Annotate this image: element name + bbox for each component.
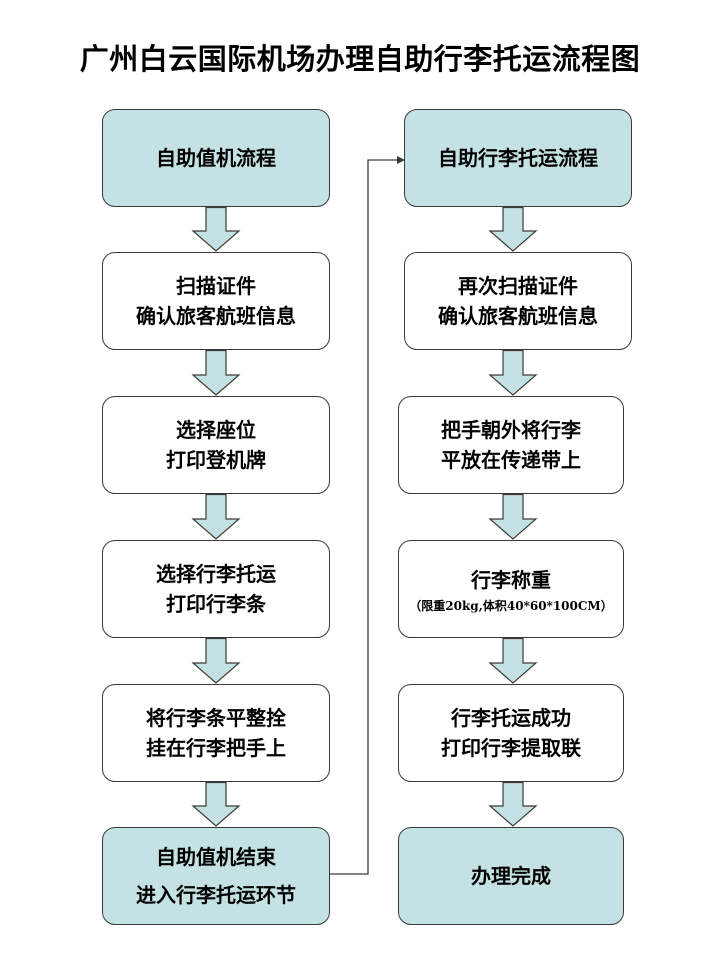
- down-arrow-icon: [488, 638, 538, 684]
- left-end-box: 自助值机结束 进入行李托运环节: [102, 827, 330, 925]
- right-step-3-box: 行李称重 （限重20kg,体积40*60*100CM）: [398, 540, 624, 638]
- right-step-2-line2: 平放在传递带上: [441, 448, 581, 472]
- down-arrow-icon: [488, 207, 538, 252]
- left-step-4-box: 将行李条平整拴 挂在行李把手上: [102, 684, 330, 782]
- left-step-2-line1: 选择座位: [176, 418, 256, 442]
- left-step-3-box: 选择行李托运 打印行李条: [102, 540, 330, 638]
- down-arrow-icon: [488, 350, 538, 396]
- left-step-2-box: 选择座位 打印登机牌: [102, 396, 330, 494]
- down-arrow-icon: [191, 782, 241, 827]
- right-step-4-line2: 打印行李提取联: [441, 736, 581, 760]
- right-step-4-line1: 行李托运成功: [451, 706, 571, 730]
- left-step-1-line1: 扫描证件: [176, 274, 256, 298]
- left-step-4-line1: 将行李条平整拴: [146, 706, 286, 730]
- down-arrow-icon: [191, 207, 241, 252]
- left-end-line1: 自助值机结束: [156, 845, 276, 869]
- right-header-box: 自助行李托运流程: [404, 109, 632, 207]
- down-arrow-icon: [488, 494, 538, 540]
- left-step-1-line2: 确认旅客航班信息: [136, 304, 296, 328]
- right-step-1-line1: 再次扫描证件: [458, 274, 578, 298]
- right-step-3-line1: 行李称重: [471, 567, 551, 592]
- down-arrow-icon: [488, 782, 538, 827]
- left-step-4-line2: 挂在行李把手上: [146, 736, 286, 760]
- right-header-label: 自助行李托运流程: [438, 146, 598, 170]
- right-step-3-note: （限重20kg,体积40*60*100CM）: [409, 598, 613, 613]
- right-step-1-line2: 确认旅客航班信息: [438, 304, 598, 328]
- down-arrow-icon: [191, 494, 241, 540]
- down-arrow-icon: [191, 350, 241, 396]
- right-step-2-line1: 把手朝外将行李: [441, 418, 581, 442]
- page-title: 广州白云国际机场办理自助行李托运流程图: [79, 42, 641, 76]
- left-step-2-line2: 打印登机牌: [166, 448, 266, 472]
- right-step-4-box: 行李托运成功 打印行李提取联: [398, 684, 624, 782]
- left-header-label: 自助值机流程: [156, 146, 276, 170]
- right-end-box: 办理完成: [398, 827, 624, 925]
- left-header-box: 自助值机流程: [102, 109, 330, 207]
- down-arrow-icon: [191, 638, 241, 684]
- left-step-1-box: 扫描证件 确认旅客航班信息: [102, 252, 330, 350]
- right-step-2-box: 把手朝外将行李 平放在传递带上: [398, 396, 624, 494]
- left-end-line2: 进入行李托运环节: [136, 883, 296, 907]
- right-step-1-box: 再次扫描证件 确认旅客航班信息: [404, 252, 632, 350]
- right-end-label: 办理完成: [471, 864, 551, 888]
- left-step-3-line2: 打印行李条: [166, 592, 266, 616]
- left-step-3-line1: 选择行李托运: [156, 562, 276, 586]
